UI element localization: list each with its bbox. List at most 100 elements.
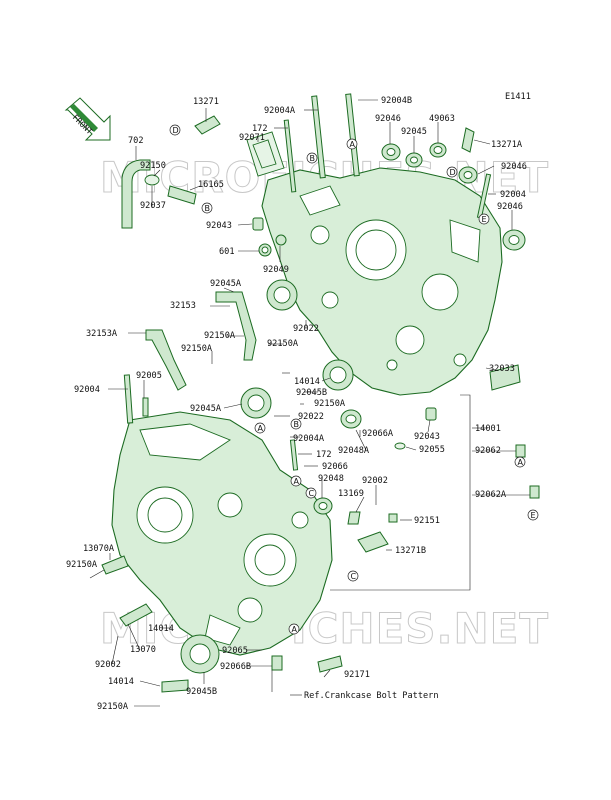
part-label: 92046 [501, 162, 527, 172]
part-label: 92045B [296, 388, 327, 398]
part-label: 92055 [419, 445, 445, 455]
stud-92004A [311, 95, 326, 179]
stud-172-upper [283, 119, 297, 193]
part-label: 92022 [293, 324, 319, 334]
bearing-92046-top [381, 143, 401, 161]
part-label: 92045A [210, 279, 242, 289]
part-label: 92046 [375, 114, 401, 124]
part-label: 14014 [294, 377, 320, 387]
part-label: 92066B [220, 662, 251, 672]
callout-e-2: E [531, 511, 536, 520]
part-label: 601 [219, 247, 235, 257]
bearing-92048A [340, 409, 362, 429]
part-label: 14014 [108, 677, 134, 687]
part-label: 92150A [181, 344, 213, 354]
callout-b-1: B [205, 204, 211, 213]
part-number-labels: 13271 702 92150 16165 92037 92004A 172 9… [66, 96, 527, 712]
upper-crankcase [261, 167, 503, 396]
front-arrow-icon [64, 97, 111, 141]
leader-lines [89, 99, 530, 707]
part-label: 92062 [475, 446, 501, 456]
part-label: 92046 [497, 202, 523, 212]
dowel-92043 [252, 217, 264, 231]
part-label: 92150A [204, 331, 236, 341]
part-label: 92049 [263, 265, 289, 275]
part-label: 14001 [475, 424, 501, 434]
bolt-92151 [388, 513, 398, 523]
part-label: 32033 [489, 364, 515, 374]
bearing-92046-lower [502, 229, 526, 251]
part-label: 92151 [414, 516, 440, 526]
callout-d-2: D [450, 168, 456, 177]
part-label: 13070 [130, 645, 156, 655]
bearing-middle-14014 [322, 359, 354, 391]
lower-crankcase [111, 411, 333, 656]
part-label: 92071 [239, 133, 265, 143]
part-label: 92043 [206, 221, 232, 231]
callout-a-5: A [518, 458, 524, 467]
bearing-92045B-lower [180, 634, 220, 674]
part-label: 92150A [267, 339, 299, 349]
part-label: 32153 [170, 301, 196, 311]
callout-d-1: D [173, 126, 179, 135]
stud-172-lower [289, 439, 299, 471]
part-label: 92171 [344, 670, 370, 680]
part-label: 92002 [95, 660, 121, 670]
part-label: 13271B [395, 546, 426, 556]
part-label: 92005 [136, 371, 162, 381]
pin-92062A [529, 485, 540, 499]
part-label: 92004A [293, 434, 325, 444]
bearing-92048 [313, 497, 333, 515]
callout-c-1: C [309, 489, 315, 498]
part-label: 16165 [198, 180, 224, 190]
stud-92005 [142, 397, 149, 417]
part-label: 92045A [190, 404, 222, 414]
seal-49063 [429, 142, 447, 158]
callout-a-3: A [294, 477, 300, 486]
breather-hose [121, 159, 151, 229]
part-label: 92045 [401, 127, 427, 137]
part-label: 92048A [338, 446, 370, 456]
callout-b-2: B [310, 154, 316, 163]
callout-b-3: B [294, 420, 300, 429]
part-label: 92150A [314, 399, 346, 409]
part-label: 14014 [148, 624, 174, 634]
part-label: 92004 [74, 385, 100, 395]
oring-92055 [394, 442, 406, 450]
part-label: 92066 [322, 462, 348, 472]
bearing-92049 [275, 234, 287, 246]
plug-92066B [271, 655, 283, 671]
bearing-92046-right [458, 166, 478, 184]
part-label: 49063 [429, 114, 455, 124]
bearing-92045A-upper [266, 279, 298, 311]
part-label: 92048 [318, 474, 344, 484]
part-label: 13070A [83, 544, 115, 554]
dowel-92043-lower [425, 407, 437, 421]
part-label: 172 [316, 450, 332, 460]
pin-92062 [515, 444, 526, 458]
part-label: 92150 [140, 161, 166, 171]
plate-13070A [101, 555, 129, 575]
callout-a-4: A [292, 625, 298, 634]
pipe-32153A [145, 329, 187, 391]
part-label: 92150A [97, 702, 129, 712]
bearing-92045A-middle [240, 387, 272, 419]
stud-92004B [345, 93, 360, 177]
part-label: 92004B [381, 96, 412, 106]
stud-92004-left [123, 374, 134, 424]
pipe-32153 [215, 291, 257, 361]
plate-14014-lower [161, 679, 189, 693]
callout-a-1: A [350, 140, 356, 149]
plate-13271A [461, 127, 475, 153]
part-label: 92065 [222, 646, 248, 656]
part-label: 92043 [414, 432, 440, 442]
part-label: 172 [252, 124, 268, 134]
part-label: 92004 [500, 190, 526, 200]
callout-a-2: A [258, 424, 264, 433]
part-label: 92037 [140, 201, 166, 211]
part-label: 13271A [491, 140, 523, 150]
part-label: 13271 [193, 97, 219, 107]
part-label: 702 [128, 136, 144, 146]
tube-32033 [489, 364, 521, 391]
